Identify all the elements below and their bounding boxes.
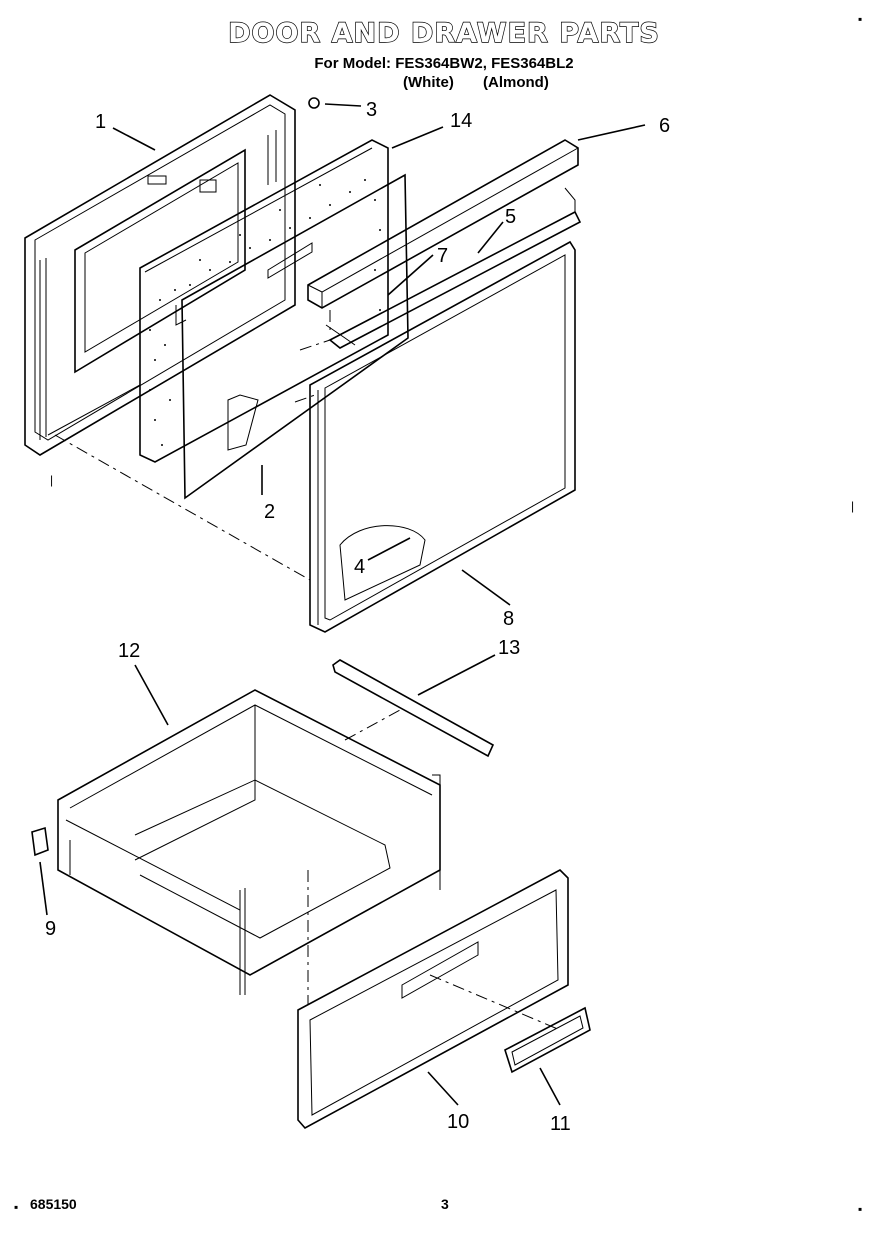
document-number: 685150 <box>30 1196 77 1212</box>
model-line: For Model: FES364BW2, FES364BL2 <box>314 55 574 72</box>
outer-door-panel <box>24 94 296 456</box>
callout-2: 2 <box>264 501 275 523</box>
insulation-panel <box>139 139 389 463</box>
drawer-rail <box>332 659 495 758</box>
callout-leaders <box>39 103 646 1106</box>
drawer-front-panel <box>297 869 569 1130</box>
drawer-body <box>57 689 441 995</box>
variant-white: (White) <box>403 74 454 91</box>
callout-14: 14 <box>450 110 472 132</box>
callout-11: 11 <box>550 1113 571 1135</box>
screw-fastener <box>308 97 320 109</box>
callout-7: 7 <box>437 245 448 267</box>
corner-mark-top-right: ▪ <box>858 12 863 26</box>
callout-12: 12 <box>118 640 140 662</box>
page-number: 3 <box>441 1196 449 1212</box>
corner-mark-bottom-right: ▪ <box>858 1202 863 1216</box>
callout-1: 1 <box>95 111 106 133</box>
inner-door-panel <box>175 173 409 500</box>
callout-9: 9 <box>45 918 56 940</box>
door-channel <box>325 187 582 349</box>
corner-mark-bottom-left: ▪ <box>14 1200 19 1214</box>
callout-6: 6 <box>659 115 670 137</box>
door-top-trim <box>307 139 579 309</box>
door-frame <box>309 240 576 633</box>
variant-almond: (Almond) <box>483 74 549 91</box>
callout-10: 10 <box>447 1111 469 1133</box>
callout-3: 3 <box>366 99 377 121</box>
callout-4: 4 <box>354 556 365 578</box>
page-title: DOOR AND DRAWER PARTS <box>227 17 660 49</box>
right-tick-mark: | <box>851 499 855 513</box>
callout-5: 5 <box>505 206 516 228</box>
left-tick-mark: | <box>50 473 54 487</box>
drawer-handle <box>504 1006 591 1074</box>
drawer-stop <box>31 826 49 857</box>
callout-13: 13 <box>498 637 520 659</box>
callout-8: 8 <box>503 608 514 630</box>
